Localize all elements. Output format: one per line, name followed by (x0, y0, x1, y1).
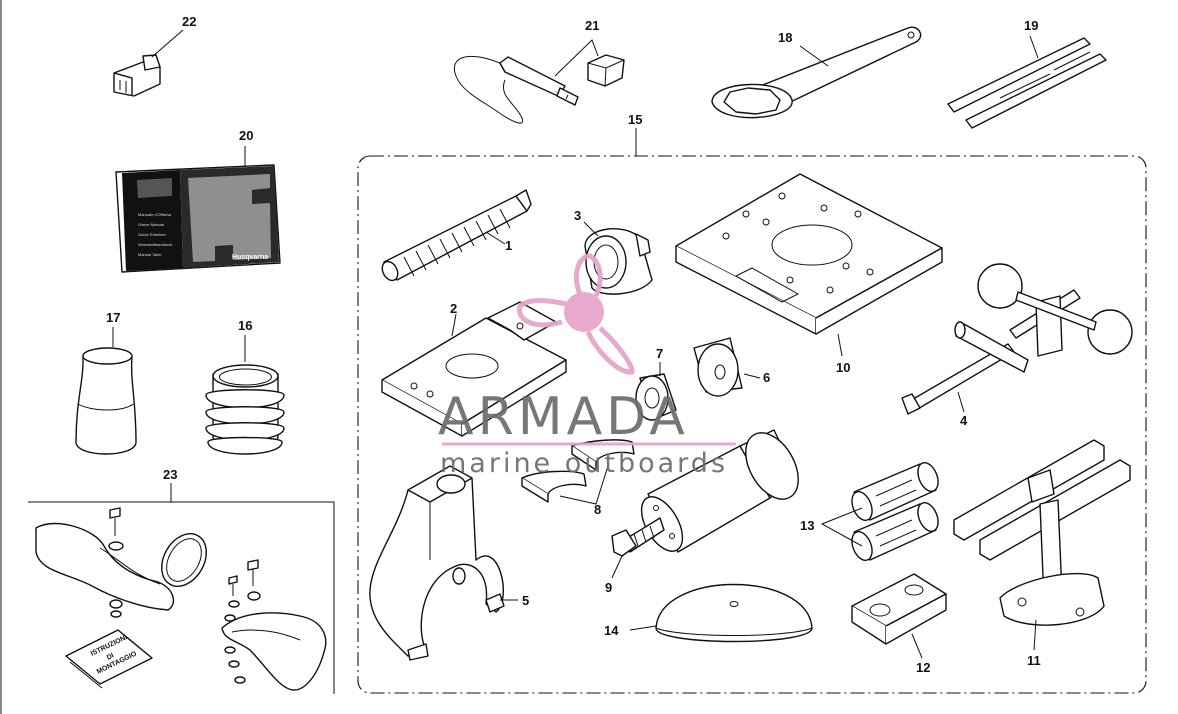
manual-line-1: Manuale d'Officina (138, 212, 172, 217)
part-4-t-handle-puller[interactable] (901, 263, 1133, 415)
callout-20: 20 (239, 128, 253, 143)
callout-9: 9 (605, 580, 612, 595)
part-20-manual[interactable]: Husqvarna Manuale d'Officina Owner Manua… (115, 164, 281, 273)
callout-11: 11 (1027, 653, 1041, 668)
part-11-stand[interactable] (953, 439, 1131, 626)
part-7-bushing[interactable] (635, 373, 677, 421)
watermark-title: ARMADA (438, 387, 689, 447)
part-17-sleeve[interactable] (75, 347, 137, 455)
manual-line-4: Werkstatthandbuch (138, 242, 172, 247)
part-1-threaded-rod[interactable] (379, 189, 532, 283)
leader-3 (583, 221, 599, 237)
part-23-guard-right[interactable] (221, 612, 327, 691)
callout-22: 22 (182, 14, 196, 29)
callout-23: 23 (163, 467, 177, 482)
leader-9 (611, 555, 623, 579)
leader-22 (151, 29, 184, 58)
part-9-crankshaft-puller[interactable] (611, 424, 809, 558)
callout-1: 1 (505, 238, 512, 253)
propeller-logo-icon (516, 253, 635, 375)
part-16-ribbed-sleeve[interactable] (205, 364, 285, 455)
callout-21: 21 (585, 18, 599, 33)
husqvarna-logo-icon (188, 174, 271, 262)
part-18-ring-spanner[interactable] (711, 26, 922, 119)
part-13-cage-rollers[interactable] (848, 460, 942, 564)
callout-18: 18 (778, 30, 792, 45)
callout-7: 7 (656, 346, 663, 361)
leader-18 (799, 45, 829, 67)
part-10-base-plate[interactable] (675, 173, 943, 335)
part-19-slotted-plate[interactable] (947, 37, 1107, 129)
callout-15: 15 (628, 112, 642, 127)
leader-1 (485, 231, 506, 245)
armada-watermark: ARMADA marine outboards (438, 253, 736, 479)
manual-line-5: Manual Taller (138, 252, 162, 257)
part-21-usb-key[interactable] (453, 54, 625, 124)
callout-13: 13 (800, 518, 814, 533)
leader-14 (629, 625, 657, 631)
callout-2: 2 (450, 301, 457, 316)
callout-10: 10 (836, 360, 850, 375)
part-22-connector[interactable] (113, 54, 161, 97)
leader-10 (837, 333, 843, 357)
card-line-2: DI (106, 652, 115, 661)
part-14-dome-plate[interactable] (655, 583, 813, 643)
watermark-subtitle: marine outboards (440, 448, 728, 479)
manual-brand: Husqvarna (232, 254, 268, 261)
leader-12 (911, 633, 923, 659)
part-6-spacer[interactable] (693, 337, 743, 397)
part-12-block[interactable] (851, 573, 947, 645)
manual-line-3: Guide Entretien (138, 232, 166, 237)
leader-2 (451, 313, 457, 337)
callout-17: 17 (106, 310, 120, 325)
kit-15-boundary (357, 155, 1147, 694)
manual-line-2: Owner Manual (138, 222, 164, 227)
leader-6 (743, 373, 761, 379)
part-23-clamp-ring[interactable] (153, 526, 216, 594)
callout-14: 14 (604, 623, 619, 638)
callout-16: 16 (238, 318, 252, 333)
part-23-guard-left[interactable] (35, 522, 175, 611)
part-3-bell-puller[interactable] (584, 228, 653, 295)
leader-8 (559, 465, 609, 505)
callout-19: 19 (1024, 18, 1038, 33)
leader-13 (820, 507, 863, 547)
part-23-instructions-card[interactable]: ISTRUZIONI DI MONTAGGIO (65, 629, 153, 689)
part-2-fork-plate[interactable] (381, 301, 567, 437)
part-23-screw-left[interactable] (108, 507, 124, 618)
part-5-c-fork-tool[interactable] (369, 465, 505, 661)
callout-5: 5 (522, 593, 529, 608)
callout-12: 12 (916, 660, 930, 675)
callout-3: 3 (574, 208, 581, 223)
callout-4: 4 (960, 413, 968, 428)
part-23-screws-right[interactable] (224, 559, 261, 684)
leader-21 (554, 39, 599, 77)
leader-4 (957, 391, 965, 413)
callout-8: 8 (594, 502, 601, 517)
callout-6: 6 (763, 370, 770, 385)
kit-23-frame (28, 501, 335, 694)
leader-11 (1033, 619, 1037, 651)
leader-19 (1029, 35, 1039, 59)
